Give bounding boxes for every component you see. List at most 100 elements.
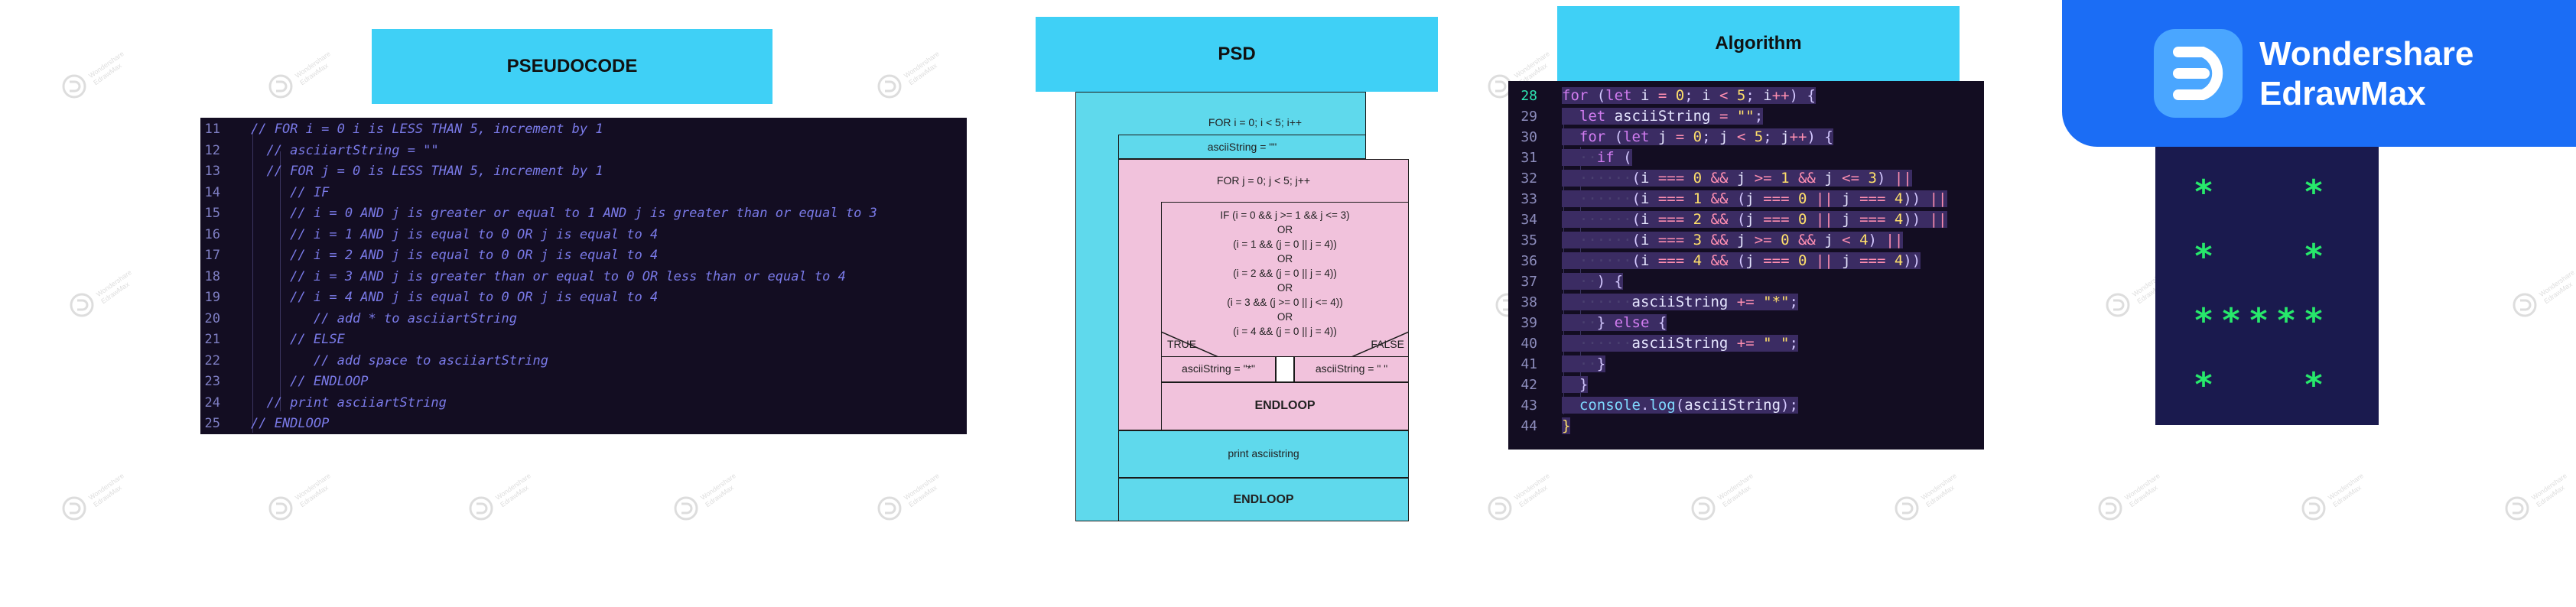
pseudocode-line: // i = 2 AND j is equal to 0 OR j is equ… xyxy=(251,248,659,263)
line-number: 24 xyxy=(204,394,220,411)
psd-endloop-outer xyxy=(1118,478,1409,521)
code-line: for (let i = 0; i < 5; i++) { xyxy=(1562,86,1816,107)
psd-diagram: FOR i = 0; i < 5; i++ asciiString = "" F… xyxy=(1075,92,1409,524)
ascii-star: * xyxy=(2194,365,2213,404)
psd-true-action: asciiString = "*" xyxy=(1182,362,1255,375)
psd-endloop-outer-text: ENDLOOP xyxy=(1233,493,1294,506)
pseudocode-line: // i = 3 AND j is greater than or equal … xyxy=(251,268,846,284)
psd-print xyxy=(1118,430,1409,478)
pseudocode-line: // ENDLOOP xyxy=(251,416,330,431)
ascii-star: * xyxy=(2194,301,2213,340)
pseudocode-line: // i = 4 AND j is equal to 0 OR j is equ… xyxy=(251,290,659,305)
line-number: 25 xyxy=(204,416,220,431)
line-number: 38 xyxy=(1521,294,1537,310)
line-number: 31 xyxy=(1521,150,1537,166)
line-number: 14 xyxy=(204,184,220,200)
psd-print-text: print asciistring xyxy=(1228,447,1299,459)
line-number: 21 xyxy=(204,332,220,347)
line-number: 32 xyxy=(1521,170,1537,187)
code-line: ··) { xyxy=(1562,271,1624,293)
code-tokens: ··} else { xyxy=(1562,314,1667,331)
ascii-star: * xyxy=(2304,237,2323,276)
psd-condition-line: IF (i = 0 && j >= 1 && j <= 3) xyxy=(1220,209,1350,221)
psd-header: PSD xyxy=(1036,17,1438,92)
code-tokens: ······asciiString += " "; xyxy=(1562,335,1798,352)
indent-guide xyxy=(252,130,253,433)
psd-condition-line: (i = 3 && (j >= 0 || j <= 4)) xyxy=(1227,297,1343,308)
pseudocode-line: // add space to asciiartString xyxy=(251,352,548,368)
line-number: 33 xyxy=(1521,191,1537,207)
psd-for-i: FOR i = 0; i < 5; i++ xyxy=(1208,116,1303,128)
code-tokens: ······(i === 2 && (j === 0 || j === 4)) … xyxy=(1562,211,1947,228)
ascii-star: * xyxy=(2304,365,2323,404)
pseudocode-line: // add * to asciiartString xyxy=(251,310,517,326)
line-number: 16 xyxy=(204,226,220,242)
line-number: 23 xyxy=(204,374,220,389)
code-line: ······asciiString += "*"; xyxy=(1562,292,1798,313)
code-line: } xyxy=(1562,375,1589,396)
line-number: 22 xyxy=(204,352,220,368)
code-tokens: ··if ( xyxy=(1562,149,1632,166)
algorithm-header: Algorithm xyxy=(1557,6,1960,81)
psd-condition-line: OR xyxy=(1277,253,1293,265)
line-number: 35 xyxy=(1521,232,1537,248)
line-number: 28 xyxy=(1521,88,1537,104)
line-number: 30 xyxy=(1521,129,1537,145)
ascii-output-panel: *********** xyxy=(2155,147,2379,425)
code-line: let asciiString = ""; xyxy=(1562,106,1764,128)
psd-gap xyxy=(1276,356,1294,382)
pseudocode-line: // i = 0 AND j is greater or equal to 1 … xyxy=(251,206,877,221)
pseudocode-line: // i = 1 AND j is equal to 0 OR j is equ… xyxy=(251,226,659,242)
psd-init-text: asciiString = "" xyxy=(1207,141,1277,153)
pseudocode-line: // ENDLOOP xyxy=(251,374,369,389)
ascii-star: * xyxy=(2304,301,2323,340)
line-number: 41 xyxy=(1521,356,1537,372)
psd-init xyxy=(1118,135,1366,159)
line-number: 39 xyxy=(1521,315,1537,331)
code-tokens: console.log(asciiString); xyxy=(1562,397,1798,414)
code-line: ··} else { xyxy=(1562,313,1667,334)
psd-for-j: FOR j = 0; j < 5; j++ xyxy=(1216,174,1311,187)
code-line: ······(i === 1 && (j === 0 || j === 4)) … xyxy=(1562,189,1947,210)
code-line: ······(i === 2 && (j === 0 || j === 4)) … xyxy=(1562,209,1947,231)
line-number: 19 xyxy=(204,290,220,305)
code-tokens: ··} xyxy=(1562,355,1606,372)
code-line: ······asciiString += " "; xyxy=(1562,333,1798,355)
code-tokens: let asciiString = ""; xyxy=(1562,108,1764,125)
code-tokens: ······(i === 4 && (j === 0 || j === 4)) xyxy=(1562,252,1921,269)
line-number: 20 xyxy=(204,310,220,326)
code-tokens: } xyxy=(1562,376,1589,393)
ascii-star: * xyxy=(2194,173,2213,212)
edrawmax-logo-banner: Wondershare EdrawMax xyxy=(2062,0,2576,147)
pseudocode-line: // asciiartString = "" xyxy=(251,142,439,158)
code-line: console.log(asciiString); xyxy=(1562,395,1798,417)
psd-false-branch xyxy=(1294,356,1409,382)
code-tokens: ······(i === 0 && j >= 1 && j <= 3) || xyxy=(1562,170,1912,187)
code-line: ······(i === 4 && (j === 0 || j === 4)) xyxy=(1562,251,1921,272)
line-number: 43 xyxy=(1521,398,1537,414)
code-line: for (let j = 0; j < 5; j++) { xyxy=(1562,127,1833,148)
line-number: 36 xyxy=(1521,253,1537,269)
ascii-star: * xyxy=(2249,301,2268,340)
line-number: 18 xyxy=(204,268,220,284)
indent-guide xyxy=(280,151,281,411)
psd-true-branch xyxy=(1161,356,1276,382)
line-number: 34 xyxy=(1521,212,1537,228)
code-line: ··} xyxy=(1562,354,1606,375)
code-tokens: ······(i === 3 && j >= 0 && j < 4) || xyxy=(1562,232,1904,248)
logo-brand-line2: EdrawMax xyxy=(2259,75,2426,112)
line-number: 12 xyxy=(204,142,220,158)
pseudocode-panel: 11// FOR i = 0 i is LESS THAN 5, increme… xyxy=(200,118,967,434)
pseudocode-line: // FOR i = 0 i is LESS THAN 5, increment… xyxy=(251,122,603,137)
edrawmax-logo-icon xyxy=(2154,29,2243,118)
